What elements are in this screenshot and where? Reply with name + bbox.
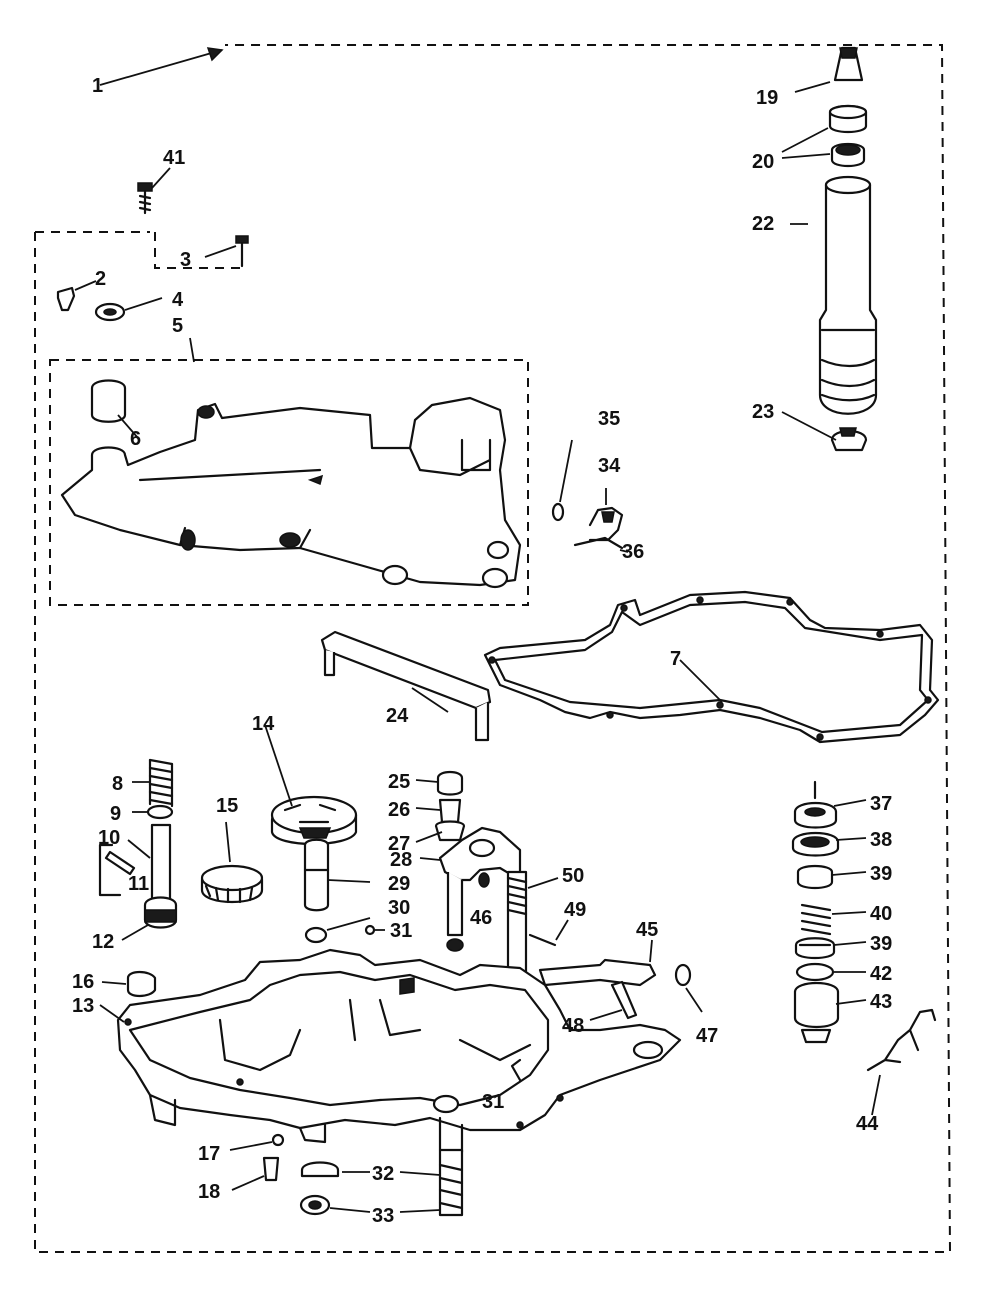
part-8-spring [132, 758, 174, 808]
part-20-bushings [781, 104, 868, 168]
callout-label: 44 [856, 1113, 879, 1135]
callout-label: 40 [870, 903, 892, 925]
callout-label: 45 [636, 919, 658, 941]
part-4-washer [94, 297, 163, 322]
part-25-27-stack [415, 770, 466, 843]
callout-label: 33 [372, 1205, 394, 1227]
callout-label: 29 [388, 873, 410, 895]
part-24-link [320, 630, 492, 742]
callout-label: 15 [216, 795, 238, 817]
part-13-gearcase [99, 948, 682, 1154]
part-32-cap [300, 1161, 370, 1178]
callout-label: 2 [95, 268, 106, 290]
part-5-gearcase-cover [60, 396, 522, 589]
callout-label: 31 [482, 1091, 504, 1113]
callout-label: 24 [386, 705, 409, 727]
callout-label: 32 [372, 1163, 394, 1185]
callout-label: 39 [870, 863, 892, 885]
callout-label: 43 [870, 991, 892, 1013]
part-12-gear [121, 896, 178, 941]
callout-label: 48 [562, 1015, 584, 1037]
callout-label: 30 [388, 897, 410, 919]
part-19-cap [794, 46, 864, 93]
part-11-key [98, 843, 136, 897]
callout-label: 6 [130, 428, 141, 450]
part-9-washer [132, 804, 174, 820]
callout-label: 11 [128, 873, 149, 895]
callout-label: 23 [752, 401, 774, 423]
part-23-seal [781, 411, 868, 452]
cover-subassembly-box [49, 359, 529, 606]
part-7-gasket [483, 590, 940, 744]
callout-label: 42 [870, 963, 892, 985]
callout-label: 26 [388, 799, 410, 821]
callout-label: 31 [390, 920, 412, 942]
callout-label: 27 [388, 833, 410, 855]
callout-label: 39 [870, 933, 892, 955]
callout-label: 28 [390, 849, 412, 871]
callout-label: 10 [98, 827, 120, 849]
part-14-gear [264, 724, 358, 846]
callout-label: 47 [696, 1025, 718, 1047]
part-5-leader [189, 337, 195, 363]
part-28-bracket [419, 826, 522, 937]
part-34-36-clip [573, 488, 629, 553]
part-48-pin [589, 980, 638, 1021]
callout-label: 4 [172, 289, 184, 311]
part-3-pin [204, 235, 249, 268]
lower-shaft [399, 1148, 464, 1217]
part-50-shaft [506, 870, 559, 977]
callout-label: 49 [564, 899, 586, 921]
callout-label: 13 [72, 995, 94, 1017]
callout-label: 38 [870, 829, 892, 851]
callout-label: 25 [388, 771, 410, 793]
part-18-pin [231, 1156, 280, 1191]
part-47-ring [674, 963, 703, 1013]
callout-label: 17 [198, 1143, 220, 1165]
callout-label: 36 [622, 541, 644, 563]
part-37-43-stack [791, 780, 867, 1044]
callout-label: 20 [752, 151, 774, 173]
callout-label: 7 [670, 648, 681, 670]
callout-label: 35 [598, 408, 620, 430]
part-49-pin [528, 919, 569, 947]
callout-label: 12 [92, 931, 114, 953]
callout-label: 37 [870, 793, 892, 815]
part-22-tube [790, 175, 878, 415]
callout-label: 16 [72, 971, 94, 993]
callout-label: 19 [756, 87, 778, 109]
part-15-gear [200, 821, 264, 904]
part-45-lever [538, 939, 657, 987]
part-35-ring [551, 439, 573, 522]
part-17-ball [229, 1133, 285, 1151]
callout-label: 3 [180, 249, 191, 271]
part-30-cap [304, 917, 464, 952]
callout-label: 46 [470, 907, 492, 929]
callout-label: 22 [752, 213, 774, 235]
part-6-cap [90, 379, 139, 439]
part-33-nut [299, 1194, 371, 1216]
callout-label: 5 [172, 315, 183, 337]
callout-label: 1 [92, 75, 103, 97]
callout-label: 34 [598, 455, 621, 477]
callout-label: 9 [110, 803, 121, 825]
callout-label: 8 [112, 773, 123, 795]
part-46-ring [478, 872, 490, 888]
callout-label: 41 [163, 147, 185, 169]
outer-boundary [34, 44, 952, 1253]
callout-labels: 1 2 3 4 5 6 7 8 9 10 11 12 13 14 15 16 1… [72, 75, 892, 1227]
part-44-clip [866, 1008, 937, 1116]
callout-label: 14 [252, 713, 275, 735]
callout-label: 18 [198, 1181, 220, 1203]
callout-label: 50 [562, 865, 584, 887]
part-29-shaft [303, 838, 371, 912]
part-41-screw [137, 167, 171, 215]
part-16-bushing [101, 970, 157, 998]
part-2-pin [56, 280, 97, 312]
